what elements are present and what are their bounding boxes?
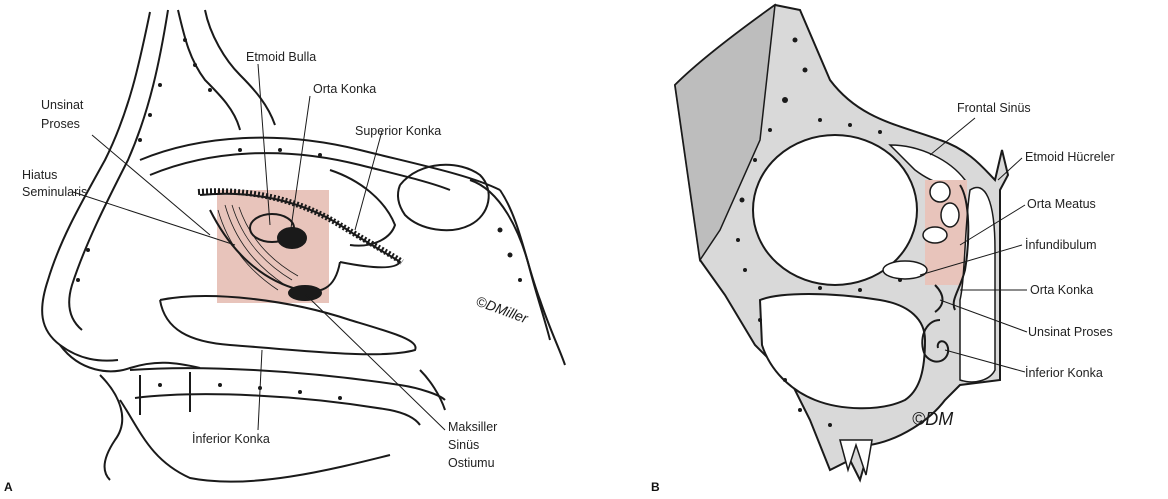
label-frontal-sinus: Frontal Sinüs	[957, 101, 1031, 116]
panel-a-palate-bone	[140, 372, 190, 415]
label-hiatus-1: Hiatus	[22, 168, 57, 183]
label-maksiller-3: Ostiumu	[448, 456, 495, 471]
panel-a-frontal-sinus-2	[205, 10, 275, 125]
label-unsinat-proses-b: Unsinat Proses	[1028, 325, 1113, 340]
panel-a-roof-inner	[150, 153, 450, 190]
label-orta-konka-b: Orta Konka	[1030, 283, 1093, 298]
label-etmoid-bulla: Etmoid Bulla	[246, 50, 316, 65]
panel-a-palate-lower	[135, 394, 420, 425]
panel-a-superior-turbinate	[330, 170, 395, 246]
label-maksiller-1: Maksiller	[448, 420, 497, 435]
panel-a-nostril	[100, 375, 122, 480]
label-infundibulum: İnfundibulum	[1025, 238, 1097, 253]
panel-a-nasal-bridge-inner	[69, 10, 168, 330]
panel-a-signature: ©DMiller	[474, 293, 531, 327]
panel-a-letter: A	[4, 480, 13, 494]
panel-b-letter: B	[651, 480, 660, 494]
label-etmoid-hucreler: Etmoid Hücreler	[1025, 150, 1115, 165]
label-orta-meatus: Orta Meatus	[1027, 197, 1096, 212]
label-inferior-konka-b: İnferior Konka	[1025, 366, 1103, 381]
panel-a-sphenoid	[398, 165, 489, 230]
panel-a-frontal-sinus	[178, 10, 240, 130]
panel-a-ostium	[289, 286, 321, 300]
label-unsinat-a-2: Proses	[41, 117, 80, 132]
label-hiatus-2: Seminularis	[22, 185, 87, 200]
label-orta-konka-a: Orta Konka	[313, 82, 376, 97]
label-superior-konka: Superior Konka	[355, 124, 441, 139]
label-maksiller-2: Sinüs	[448, 438, 479, 453]
label-inferior-konka-a: İnferior Konka	[192, 432, 270, 447]
panel-a-inferior-turbinate	[160, 296, 416, 354]
panel-a-illustration: ©DMiller	[0, 0, 600, 499]
panel-a-bulla-dark	[278, 228, 306, 248]
panel-b-maxillary-sinus	[760, 294, 925, 408]
panel-b-signature: ©DM	[912, 409, 953, 429]
label-unsinat-a-1: Unsinat	[41, 98, 83, 113]
